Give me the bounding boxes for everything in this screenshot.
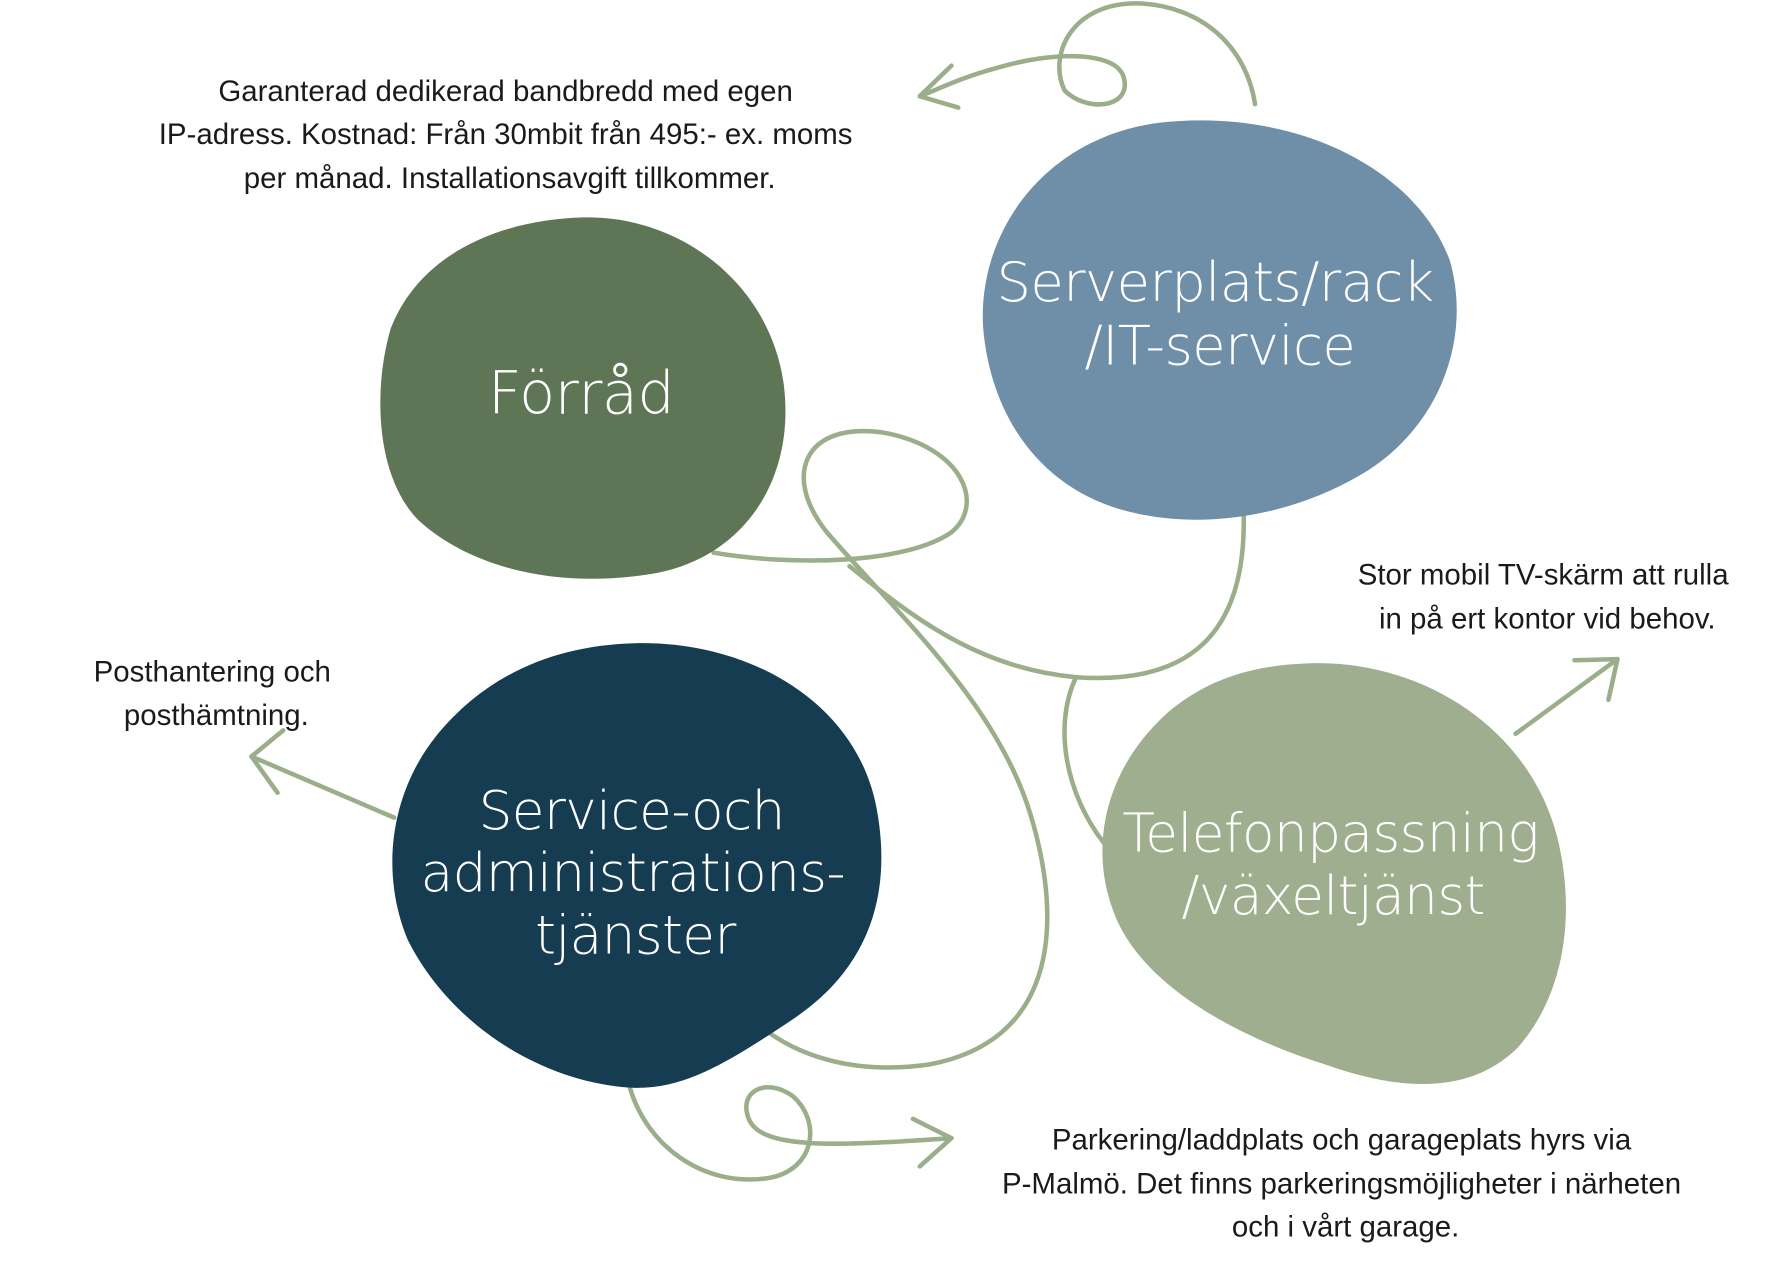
note-internet: Garanterad dedikerad bandbredd med egen … bbox=[159, 75, 861, 195]
note-post: Posthantering och posthämtning. bbox=[94, 656, 340, 732]
note-tv: Stor mobil TV-skärm att rulla in på ert … bbox=[1358, 558, 1737, 635]
connectors bbox=[249, 1, 1620, 1182]
blob-forrad bbox=[380, 217, 786, 579]
node-label-serverplats: Serverplats/rack /IT-service bbox=[996, 251, 1438, 377]
connector-serverplats-internet bbox=[917, 1, 1258, 107]
arrowhead-post-icon bbox=[249, 728, 286, 795]
blob-telefon bbox=[1102, 663, 1566, 1084]
note-parking: Parkering/laddplats och garageplats hyrs… bbox=[1002, 1123, 1689, 1243]
connector-serverplats-telefon bbox=[1062, 674, 1107, 846]
connector-service-post bbox=[249, 754, 397, 820]
arrowhead-parking-icon bbox=[910, 1116, 954, 1169]
node-forrad[interactable]: Förråd bbox=[380, 217, 786, 579]
node-label-telefon: Telefonpassning /växeltjänst bbox=[1122, 803, 1544, 927]
connector-service-parking bbox=[627, 1084, 954, 1182]
connector-crossing-serverplats bbox=[847, 512, 1246, 681]
node-label-forrad: Förråd bbox=[488, 358, 674, 427]
node-telefon[interactable]: Telefonpassning /växeltjänst bbox=[1102, 663, 1566, 1084]
node-label-service: Service-och administrations- tjänster bbox=[421, 780, 851, 967]
arrowhead-internet-icon bbox=[917, 63, 961, 110]
blob-serverplats bbox=[982, 120, 1457, 520]
node-service[interactable]: Service-och administrations- tjänster bbox=[392, 643, 882, 1088]
node-serverplats[interactable]: Serverplats/rack /IT-service bbox=[982, 120, 1457, 520]
arrowhead-tv-icon bbox=[1572, 656, 1620, 703]
connector-telefon-tv bbox=[1513, 656, 1620, 737]
connector-forrad-service bbox=[711, 428, 1050, 1070]
blob-service bbox=[392, 643, 882, 1088]
